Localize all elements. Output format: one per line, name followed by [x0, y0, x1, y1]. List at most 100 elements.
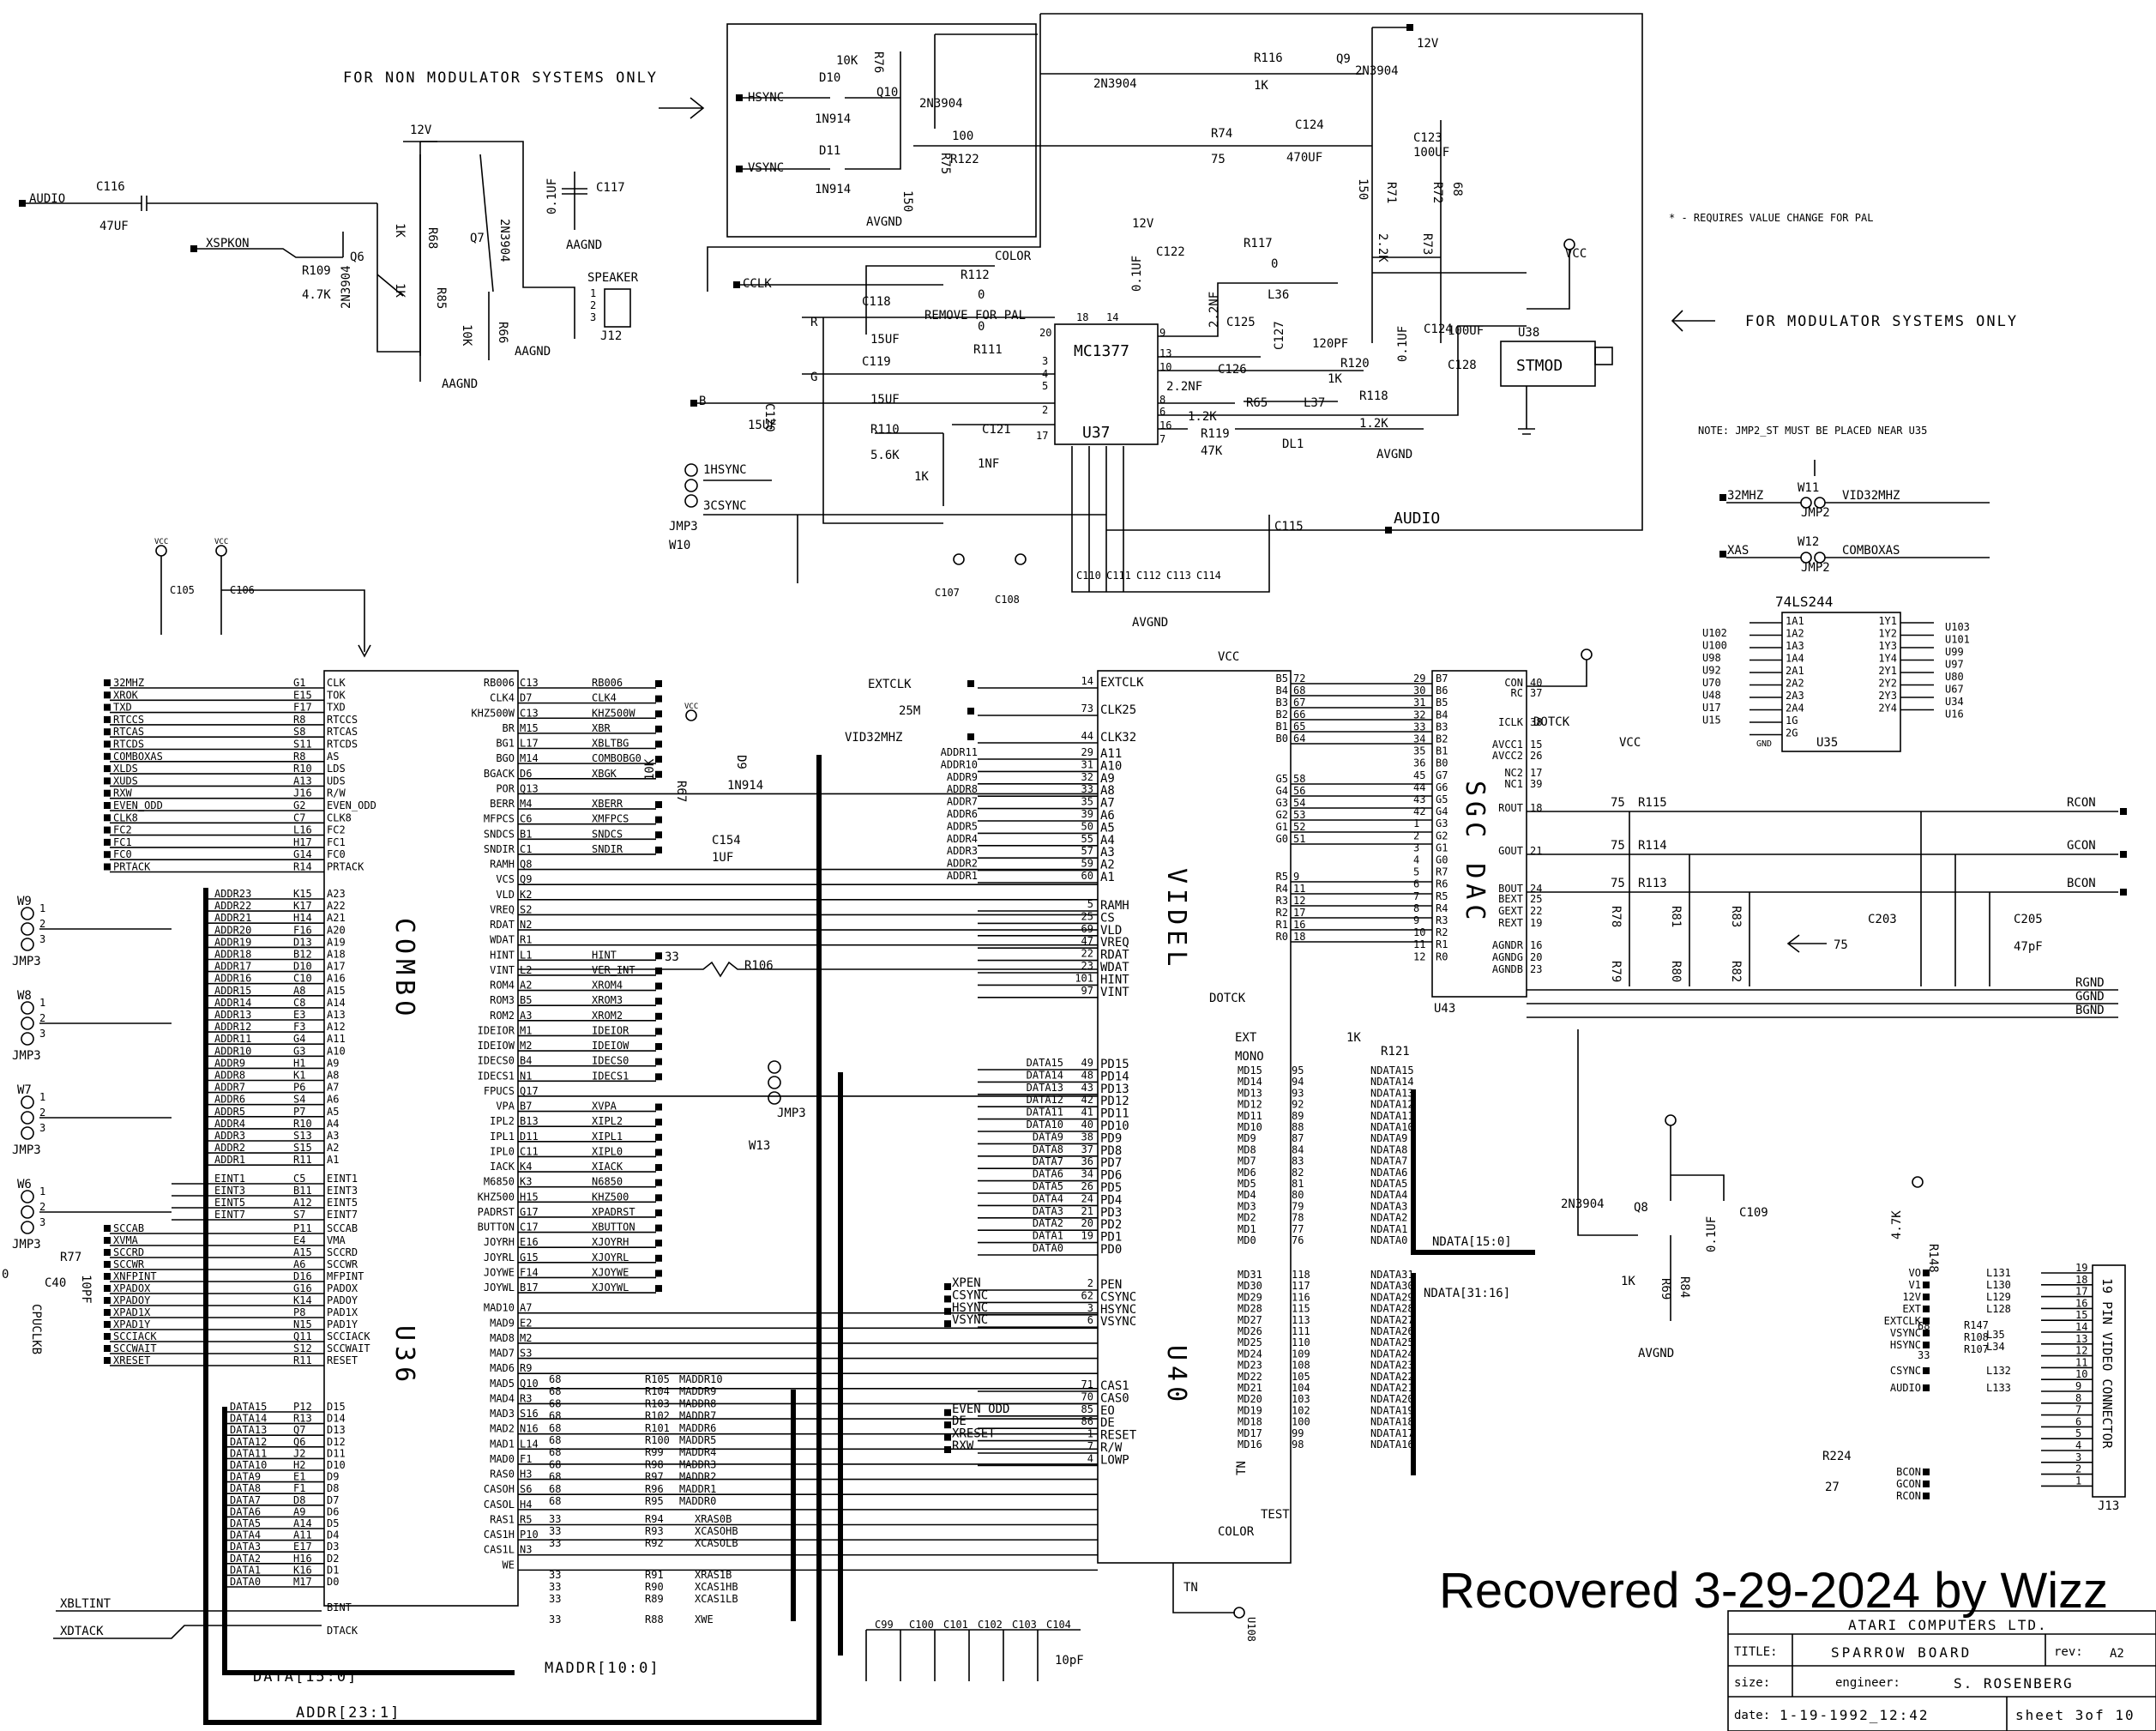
date-value: 1-19-1992_12:42 — [1780, 1707, 1930, 1723]
combo-right-pin: H3 — [520, 1469, 532, 1481]
q8-label: Q8 — [1634, 1201, 1648, 1215]
ndata-lo-net: NDATA6 — [1370, 1167, 1407, 1179]
combo-left2-pin: A6 — [293, 1258, 305, 1270]
videl-right-pin-name: R2 — [1276, 907, 1288, 919]
combo-right-net: SNDIR — [592, 843, 623, 855]
combo-right-net: IDECS1 — [592, 1070, 629, 1082]
combo-inner2-pin: PAD1X — [327, 1306, 358, 1318]
combo-a-pin: A3 — [327, 1130, 339, 1142]
videl-pin-number: 35 — [1081, 796, 1093, 808]
r109-value: 4.7K — [302, 288, 331, 302]
c120-value: 15UF — [748, 419, 777, 432]
ras-res-value: 33 — [549, 1613, 561, 1625]
dac-left-pin-number: 5 — [1413, 866, 1419, 878]
j13-connector — [2092, 1264, 2126, 1498]
r69-label: R69 — [1659, 1278, 1672, 1300]
combo-right-net: XBERR — [592, 798, 623, 810]
vcc-r67: VCC — [684, 703, 698, 711]
combo-label: COMBO — [389, 918, 419, 1021]
dac-left-pin: R6 — [1436, 878, 1448, 890]
combo-left2-pin: K14 — [293, 1294, 312, 1306]
rev-label: rev: — [2054, 1645, 2083, 1659]
videl-right-pin-name: G1 — [1276, 821, 1288, 833]
dac-right-pin-number: 19 — [1530, 917, 1542, 929]
ls244-in-pin: 1A4 — [1786, 653, 1804, 665]
combo-left2-net: SCCAB — [113, 1222, 144, 1234]
recovered-note: Recovered 3-29-2024 by Wizz — [1439, 1563, 2108, 1619]
jumper-pin — [21, 1111, 34, 1125]
dac-right-pin: BOUT — [1498, 883, 1523, 895]
combo-right-pin-name: BGACK — [484, 768, 515, 780]
jumper-pin — [21, 1095, 34, 1109]
videl-pin-number: 37 — [1081, 1143, 1093, 1155]
combo-right-terminal — [655, 756, 662, 763]
combo-left-terminal — [104, 802, 111, 809]
j13-filter: L133 — [1986, 1382, 2011, 1394]
dac-left-pin: G0 — [1436, 854, 1448, 866]
maddr-net: MADDR2 — [679, 1471, 716, 1483]
jmp3-label: JMP3 — [669, 520, 698, 534]
data-pin: E17 — [293, 1541, 312, 1553]
non-modulator-section: FOR NON MODULATOR SYSTEMS ONLY HSYNC VSY… — [343, 23, 1372, 238]
audio-net-2: AUDIO — [1394, 510, 1440, 528]
combo-inner2-pin: VMA — [327, 1234, 346, 1246]
ras-net: XCAS1LB — [695, 1593, 738, 1605]
combo-right-pin-name: MAD1 — [490, 1438, 515, 1450]
combo-a-pin: A18 — [327, 949, 346, 961]
combo-right-pin: S16 — [520, 1408, 539, 1420]
c113-label: C113 — [1166, 570, 1191, 582]
jmp3-left-label: JMP3 — [12, 955, 41, 968]
j13-pin-number: 2 — [2075, 1463, 2081, 1475]
videl-ctrl-net: DE — [952, 1414, 967, 1428]
r119-value: 47K — [1201, 444, 1223, 458]
combo-right-terminal — [655, 1043, 662, 1051]
c128-value: 0.1UF — [1396, 326, 1410, 362]
maddr-resistor: R99 — [645, 1446, 664, 1458]
combo-right-pin: D6 — [520, 768, 532, 780]
combo-left2-net: XPAD1Y — [113, 1318, 151, 1330]
addr-net: ADDR18 — [214, 949, 251, 961]
videl-pin-name: CAS0 — [1100, 1391, 1129, 1405]
ndata-lo-net: NDATA15 — [1370, 1065, 1414, 1077]
ls244-in-unit: U92 — [1702, 665, 1721, 677]
combo-left-net: EVEN_ODD — [113, 799, 163, 811]
j13-pin-number: 16 — [2075, 1297, 2087, 1309]
videl-right-pin-name: G0 — [1276, 833, 1288, 845]
r148-value: 4.7K — [1890, 1210, 1904, 1239]
j13-filter: L131 — [1986, 1267, 2011, 1279]
combo-right-net: RB006 — [592, 677, 623, 689]
dac-left-pin: B2 — [1436, 733, 1448, 745]
bus-lines: DATA[15:0] ADDR[23:1] MADDR[10:0] XBLTIN… — [53, 755, 1535, 1725]
videl-pin-number: 73 — [1081, 703, 1093, 715]
dac-right-pin: NC1 — [1504, 778, 1523, 790]
addr-net: ADDR4 — [214, 1118, 245, 1130]
data-net: DATA8 — [230, 1482, 261, 1494]
videl-ctrl-net: XPEN — [952, 1276, 981, 1290]
svg-text:13: 13 — [1159, 347, 1171, 359]
combo-right-pin-name: CLK4 — [490, 692, 515, 704]
ls244-in-pin: 1A2 — [1786, 628, 1804, 640]
videl-right-pin: 51 — [1293, 833, 1305, 845]
videl-pin-name: EXTCLK — [1100, 676, 1144, 690]
combo-right-pin: C13 — [520, 677, 539, 689]
videl-ctrl-terminal — [944, 1307, 951, 1315]
dac-right-pin: RC — [1511, 687, 1523, 699]
videl-pin-name: RDAT — [1100, 949, 1129, 962]
md-hi-pin: MD28 — [1238, 1303, 1262, 1315]
combo-right-pin-name: MAD4 — [490, 1392, 515, 1404]
j13-filter: L129 — [1986, 1291, 2011, 1303]
combo-right-pin: C1 — [520, 843, 532, 855]
r82-75-note: 75 — [1834, 938, 1848, 952]
combo-right-terminal — [655, 801, 662, 809]
dac-right-pin: AVCC2 — [1492, 750, 1523, 762]
ls244-out-unit: U97 — [1945, 659, 1964, 671]
addr-net: ADDR6 — [214, 1094, 245, 1106]
bottom-caps: C99 C100 C101 C102 C103 C104 10pF — [865, 1619, 1084, 1681]
combo-d-pin: D0 — [327, 1576, 339, 1588]
videl-pin-number: 6 — [1087, 1314, 1093, 1326]
combo-left-net: 32MHZ — [113, 677, 144, 689]
combo-inner2-pin: SCCWR — [327, 1258, 358, 1270]
r112-label: R112 — [961, 268, 990, 282]
combo-left-net: XLDS — [113, 763, 138, 775]
ndata-lo-net: NDATA3 — [1370, 1200, 1407, 1212]
